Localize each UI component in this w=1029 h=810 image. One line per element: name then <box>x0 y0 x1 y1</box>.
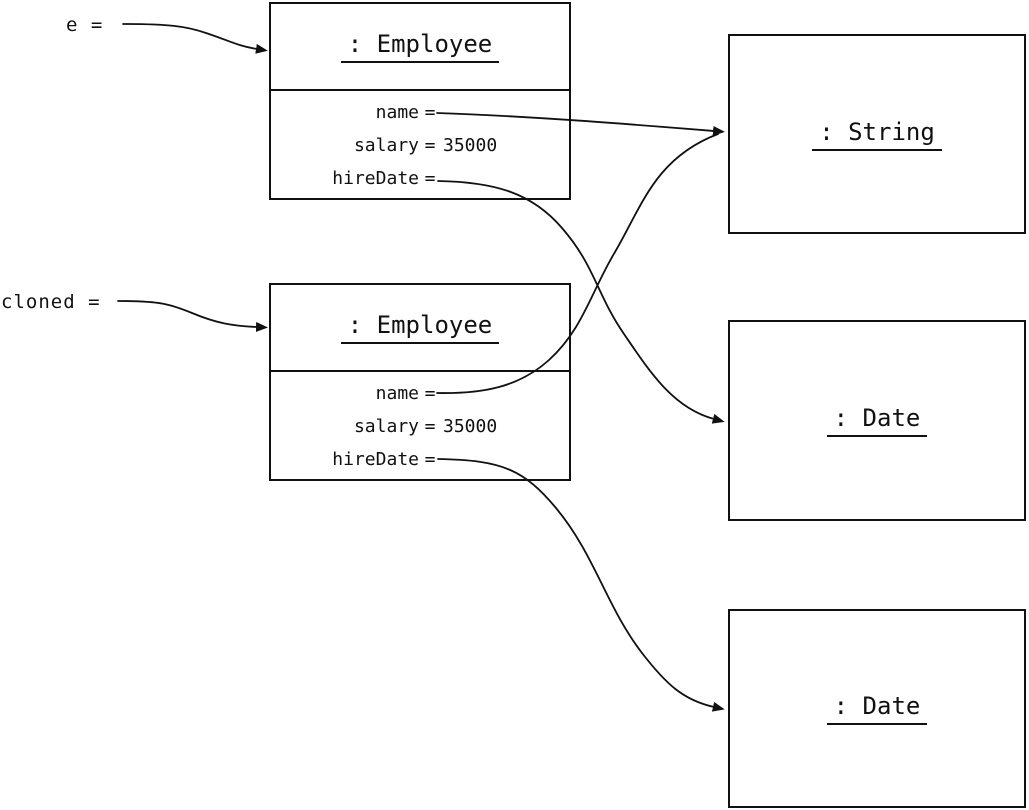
field-label: hireDate <box>332 449 419 470</box>
field-row-salary: salary = 35000 <box>271 410 569 443</box>
pointer-e-to-employee-arrow <box>122 23 268 54</box>
field-label: name <box>375 102 419 123</box>
object-box-employee-cloned: : Employee name = salary = 35000 hireDat… <box>269 283 571 481</box>
object-box-employee-e: : Employee name = salary = 35000 hireDat… <box>269 2 571 200</box>
variable-label-e: e = <box>66 14 104 36</box>
field-equals: = <box>424 416 436 437</box>
field-equals: = <box>424 168 436 189</box>
field-value <box>441 377 569 410</box>
field-value <box>441 96 569 129</box>
field-value: 35000 <box>443 135 498 156</box>
field-label: hireDate <box>332 168 419 189</box>
object-title-text: : Employee <box>340 311 500 344</box>
field-label: name <box>375 383 419 404</box>
field-equals: = <box>424 135 436 156</box>
object-title-text: : Date <box>826 692 928 725</box>
object-box-string: : String <box>728 34 1026 234</box>
object-title-employee-e: : Employee <box>271 4 569 91</box>
object-fields-employee-cloned: name = salary = 35000 hireDate = <box>271 372 569 476</box>
object-title-text: : Date <box>826 404 928 437</box>
field-row-name: name = <box>271 377 569 410</box>
field-value <box>441 443 569 476</box>
object-title-employee-cloned: : Employee <box>271 285 569 372</box>
field-label: salary <box>353 135 419 156</box>
field-row-hiredate: hireDate = <box>271 443 569 476</box>
object-fields-employee-e: name = salary = 35000 hireDate = <box>271 91 569 195</box>
field-value <box>441 162 569 195</box>
ref-cloned-hiredate-to-date-arrow <box>437 458 725 712</box>
field-label: salary <box>353 416 419 437</box>
field-value: 35000 <box>443 416 498 437</box>
pointer-cloned-to-employee-arrow <box>117 300 268 332</box>
object-box-date-cloned: : Date <box>728 609 1026 808</box>
field-row-name: name = <box>271 96 569 129</box>
variable-label-cloned: cloned = <box>1 291 101 313</box>
field-equals: = <box>424 449 436 470</box>
object-title-text: : Employee <box>340 30 500 63</box>
object-box-date-e: : Date <box>728 320 1026 521</box>
object-title-text: : String <box>812 118 942 151</box>
field-equals: = <box>424 102 436 123</box>
field-equals: = <box>424 383 436 404</box>
field-row-salary: salary = 35000 <box>271 129 569 162</box>
field-row-hiredate: hireDate = <box>271 162 569 195</box>
